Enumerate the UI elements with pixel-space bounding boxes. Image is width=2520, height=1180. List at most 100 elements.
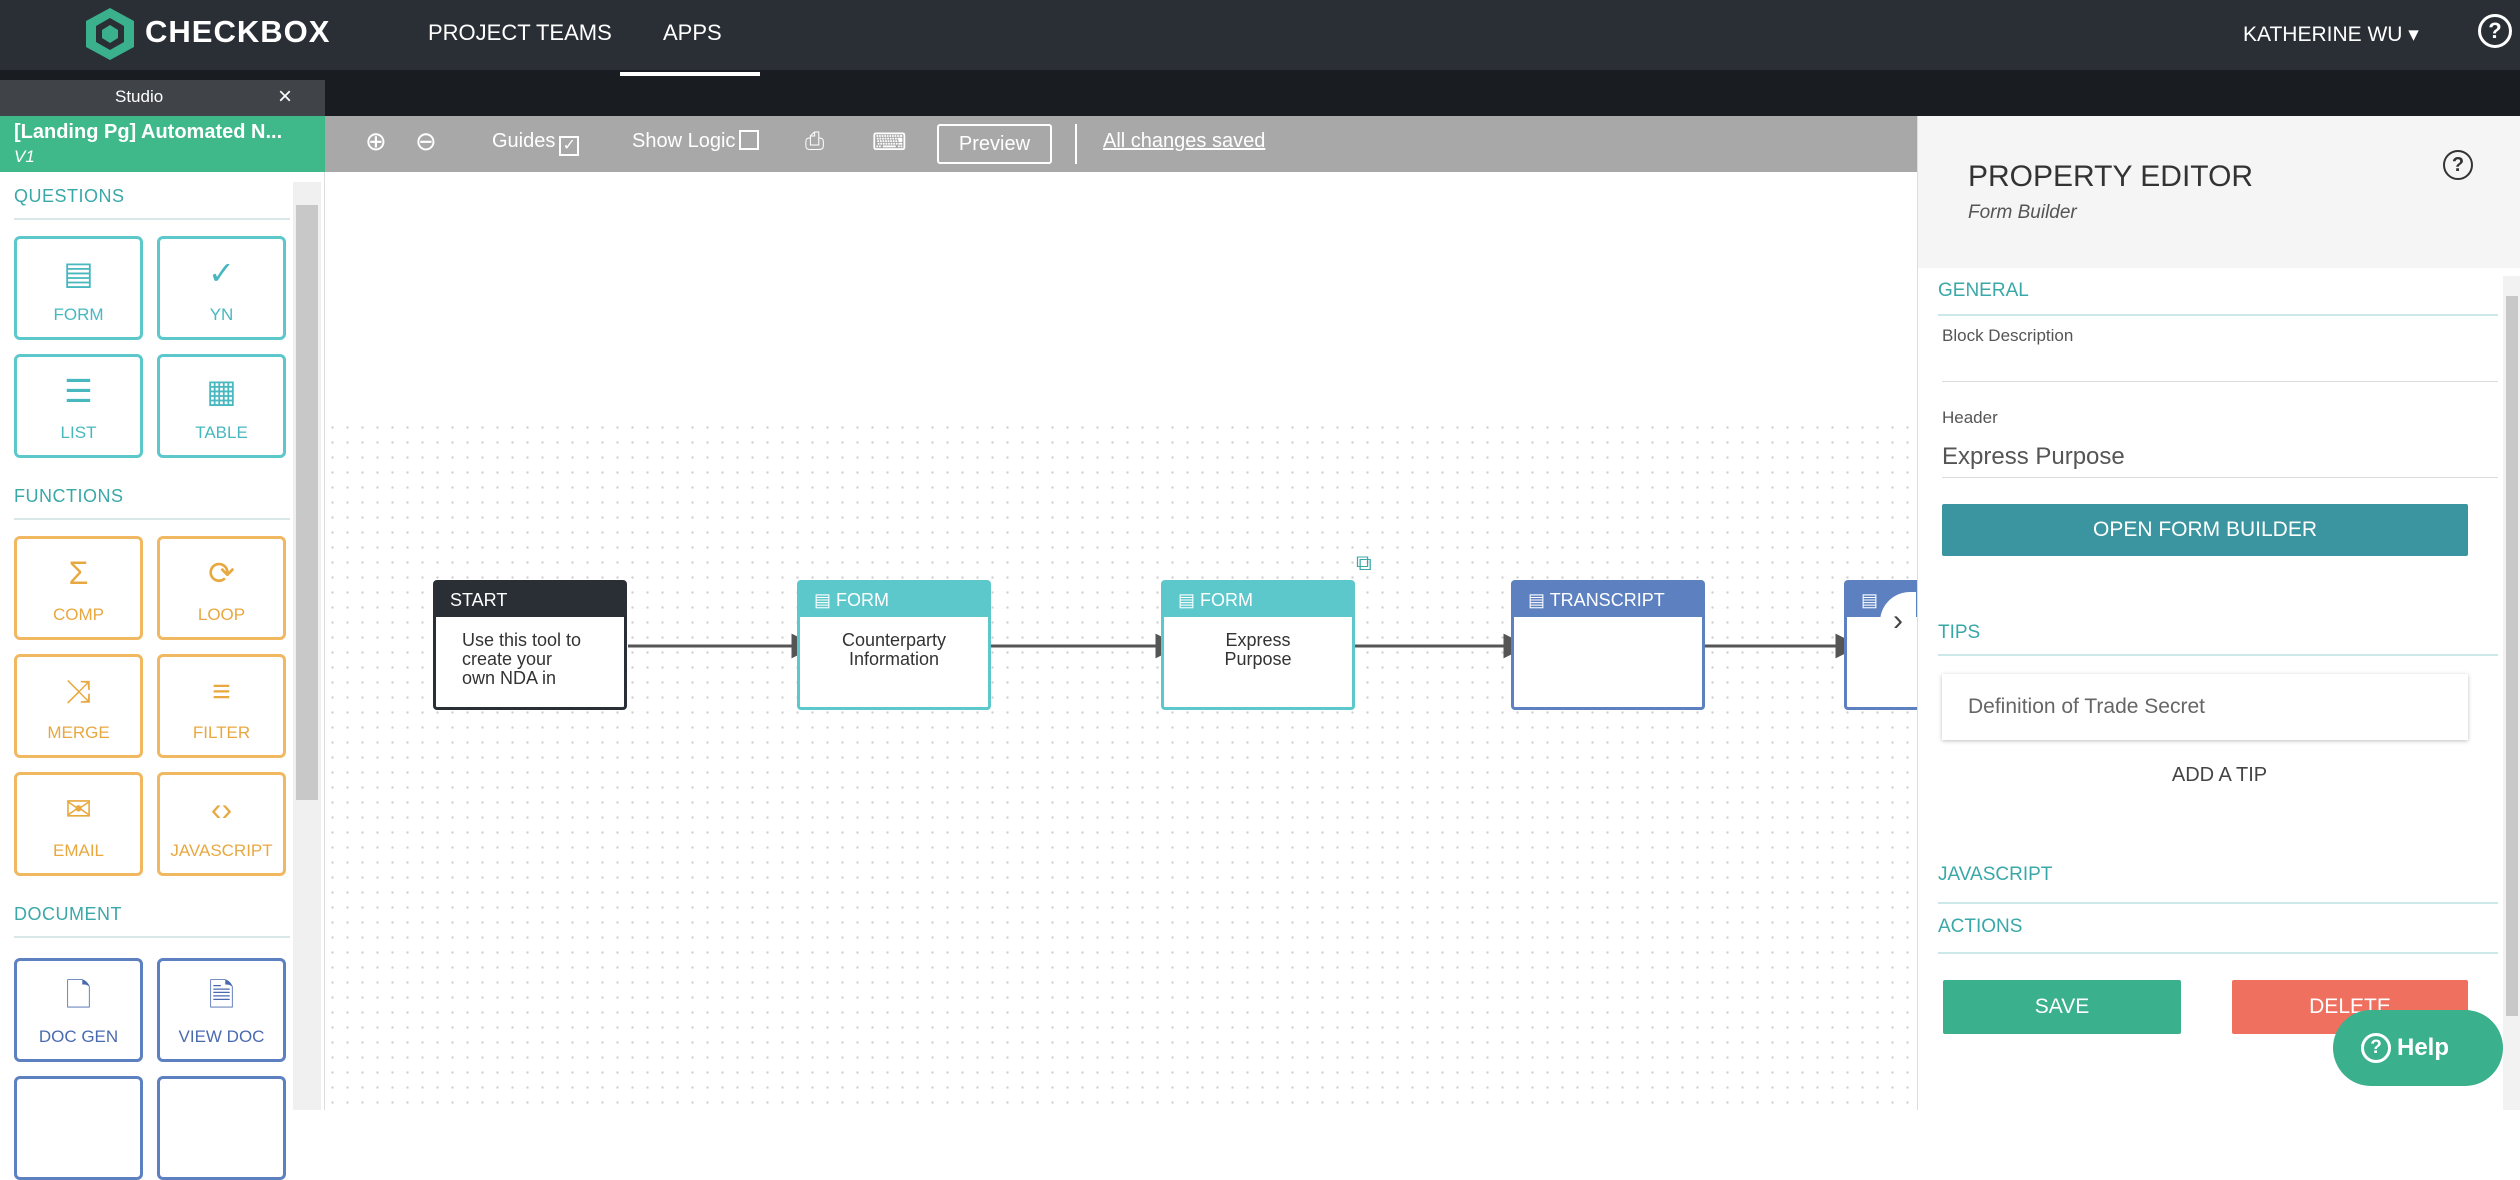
help-icon[interactable]: ? (2478, 14, 2512, 48)
question-icon: ? (2361, 1033, 2391, 1063)
canvas-toolbar: ⊕ ⊖ Guides✓ Show Logic ⎙ ⌨ Preview All c… (325, 116, 1917, 172)
node-type: FORM (836, 590, 890, 610)
tile-javascript[interactable]: ‹› JAVASCRIPT (157, 772, 286, 876)
tips-heading[interactable]: TIPS (1938, 622, 1981, 643)
javascript-heading[interactable]: JAVASCRIPT (1938, 864, 2053, 885)
active-nav-indicator (620, 72, 760, 76)
flow-node-form-express-purpose[interactable]: ▤ FORM Express Purpose (1161, 580, 1355, 710)
show-logic-toggle[interactable]: Show Logic (632, 130, 760, 153)
node-text: Express Purpose (1164, 631, 1352, 669)
tile-yn[interactable]: ✓ YN (157, 236, 286, 340)
node-text-line: create your (462, 649, 553, 669)
sidebar-scroll-thumb[interactable] (296, 205, 318, 800)
node-text-line: Purpose (1224, 649, 1292, 669)
copy-icon[interactable]: ⧉ (1356, 550, 1372, 575)
zoom-in-icon[interactable]: ⊕ (365, 126, 387, 156)
property-editor-header: PROPERTY EDITOR Form Builder ? (1918, 116, 2520, 268)
tile-doc-gen[interactable]: 🗋 DOC GEN (14, 958, 143, 1062)
tile-merge[interactable]: ⤨ MERGE (14, 654, 143, 758)
zoom-out-icon[interactable]: ⊖ (415, 126, 437, 156)
functions-heading: FUNCTIONS (14, 486, 124, 506)
node-type: FORM (1200, 590, 1254, 610)
tile-label: TABLE (195, 423, 248, 442)
panel-scroll-thumb[interactable] (2506, 296, 2518, 1016)
node-type: START (436, 583, 624, 617)
divider (14, 936, 290, 938)
preview-button[interactable]: Preview (937, 124, 1052, 164)
open-form-builder-button[interactable]: OPEN FORM BUILDER (1942, 504, 2468, 556)
tile-list[interactable]: ☰ LIST (14, 354, 143, 458)
nav-project-teams[interactable]: PROJECT TEAMS (428, 20, 612, 45)
tile-comp[interactable]: Σ COMP (14, 536, 143, 640)
node-type: TRANSCRIPT (1549, 590, 1665, 610)
flow-node-start[interactable]: START Use this tool to create your own N… (433, 580, 627, 710)
actions-heading[interactable]: ACTIONS (1938, 916, 2023, 937)
flow-node-form-counterparty[interactable]: ▤ FORM Counterparty Information (797, 580, 991, 710)
code-icon: ‹› (210, 791, 233, 827)
node-header: ▤ FORM (800, 583, 988, 617)
divider (1938, 902, 2498, 904)
add-tip-button[interactable]: ADD A TIP (2171, 764, 2268, 786)
header-field[interactable]: Express Purpose (1942, 443, 2125, 470)
tile-view-doc[interactable]: 🗎 VIEW DOC (157, 958, 286, 1062)
block-description-field[interactable] (1942, 352, 2498, 382)
show-logic-label: Show Logic (632, 130, 736, 152)
help-icon[interactable]: ? (2443, 150, 2473, 180)
checkbox-logo-icon[interactable] (84, 6, 136, 62)
doc-icon: 🗎 (208, 977, 235, 1013)
caret-down-icon: ▾ (2408, 23, 2419, 46)
block-description-label: Block Description (1942, 326, 2074, 345)
tile-label: LIST (60, 423, 97, 442)
project-version: V1 (14, 147, 35, 166)
print-icon[interactable]: ⎙ (805, 128, 825, 155)
tile-label: LOOP (197, 605, 246, 624)
tile-form[interactable]: ▤ FORM (14, 236, 143, 340)
show-logic-checkbox[interactable] (739, 130, 760, 150)
tile-filter[interactable]: ≡ FILTER (157, 654, 286, 758)
tile-label: DOC GEN (38, 1027, 119, 1046)
user-menu[interactable]: KATHERINE WU ▾ (2243, 22, 2419, 47)
guides-checkbox[interactable]: ✓ (559, 136, 580, 156)
sigma-icon: Σ (68, 555, 89, 591)
studio-tab-label: Studio (115, 87, 164, 106)
divider (1938, 654, 2498, 656)
tile-label: YN (209, 305, 234, 324)
guides-label: Guides (492, 130, 556, 152)
header-label: Header (1942, 408, 1998, 427)
tile-email[interactable]: ✉ EMAIL (14, 772, 143, 876)
project-title: [Landing Pg] Automated N... (14, 121, 283, 143)
email-icon: ✉ (65, 791, 92, 827)
brand-name[interactable]: CHECKBOX (145, 14, 331, 49)
keyboard-icon[interactable]: ⌨ (872, 129, 907, 156)
tile-label: FORM (53, 305, 104, 324)
user-name: KATHERINE WU (2243, 23, 2403, 46)
node-text: Use this tool to create your own NDA in (436, 631, 624, 688)
tile-more-1[interactable] (14, 1076, 143, 1180)
studio-tab[interactable]: Studio × (0, 80, 325, 116)
guides-toggle[interactable]: Guides✓ (492, 130, 580, 156)
toolbar-divider (1075, 124, 1077, 164)
nav-apps[interactable]: APPS (663, 20, 722, 45)
doc-icon: ▤ (1528, 590, 1550, 610)
tip-item[interactable]: Definition of Trade Secret (1942, 674, 2468, 740)
header-strip (0, 70, 2520, 116)
help-button[interactable]: ? Help (2333, 1010, 2503, 1086)
divider (1938, 952, 2498, 954)
tile-loop[interactable]: ⟳ LOOP (157, 536, 286, 640)
loop-icon: ⟳ (208, 555, 235, 591)
save-status-link[interactable]: All changes saved (1103, 130, 1266, 152)
general-heading[interactable]: GENERAL (1938, 280, 2029, 301)
save-button[interactable]: SAVE (1943, 980, 2181, 1034)
tile-more-2[interactable] (157, 1076, 286, 1180)
divider (14, 518, 290, 520)
top-nav-bar: CHECKBOX PROJECT TEAMS APPS KATHERINE WU… (0, 0, 2520, 70)
tile-label: VIEW DOC (178, 1027, 265, 1046)
tile-table[interactable]: ▦ TABLE (157, 354, 286, 458)
divider (14, 218, 290, 220)
property-editor-title: PROPERTY EDITOR (1968, 160, 2254, 193)
header-field-underline (1942, 446, 2498, 478)
tile-label: MERGE (47, 723, 110, 742)
close-icon[interactable]: × (278, 83, 293, 110)
project-header: [Landing Pg] Automated N... V1 (0, 116, 325, 172)
flow-node-transcript[interactable]: ▤ TRANSCRIPT (1511, 580, 1705, 710)
